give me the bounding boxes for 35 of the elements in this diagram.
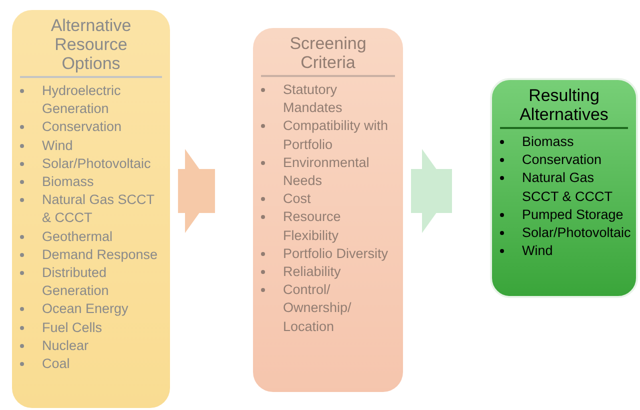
list-item: Demand Response — [18, 246, 166, 264]
list-item: Natural Gas SCCT & CCCT — [498, 169, 632, 206]
list-item: Control/ Ownership/ Location — [259, 281, 399, 336]
list-item: Solar/Photovoltaic — [18, 154, 166, 174]
list-item: Nuclear — [18, 336, 166, 356]
block-arrow — [178, 149, 215, 233]
block-arrow — [411, 149, 452, 233]
list-panel — [490, 78, 638, 298]
list-item: Biomass — [18, 173, 166, 192]
list-item: Wind — [498, 242, 632, 260]
list-item: Hydroelectric Generation — [18, 82, 166, 118]
list-item: Coal — [18, 355, 166, 374]
list-item: Portfolio Diversity — [259, 244, 399, 264]
list-item: Natural Gas SCCT & CCCT — [18, 191, 166, 228]
list-item: Geothermal — [18, 228, 166, 246]
list-item: Solar/Photovoltaic — [498, 224, 632, 242]
list-item: Wind — [18, 136, 166, 155]
list-item: Ocean Energy — [18, 300, 166, 319]
list-item: Distributed Generation — [18, 264, 166, 300]
panel-heading: Alternative Resource Options — [20, 10, 162, 78]
list-panel — [12, 10, 170, 408]
list-item: Compatibility with Portfolio — [259, 117, 399, 154]
list-item: Statutory Mandates — [259, 81, 399, 118]
list-item: Environmental Needs — [259, 154, 399, 190]
list-item: Fuel Cells — [18, 318, 166, 337]
panel-heading: Screening Criteria — [261, 28, 395, 77]
list-item: Resource Flexibility — [259, 208, 399, 245]
list-item: Conservation — [498, 151, 632, 170]
panel-heading: Resulting Alternatives — [500, 80, 628, 129]
list-item: Pumped Storage — [498, 206, 632, 224]
list-item: Cost — [259, 190, 399, 208]
list-panel — [253, 28, 403, 392]
list-item: Biomass — [498, 133, 632, 152]
list-item: Conservation — [18, 118, 166, 137]
list-item: Reliability — [259, 263, 399, 282]
